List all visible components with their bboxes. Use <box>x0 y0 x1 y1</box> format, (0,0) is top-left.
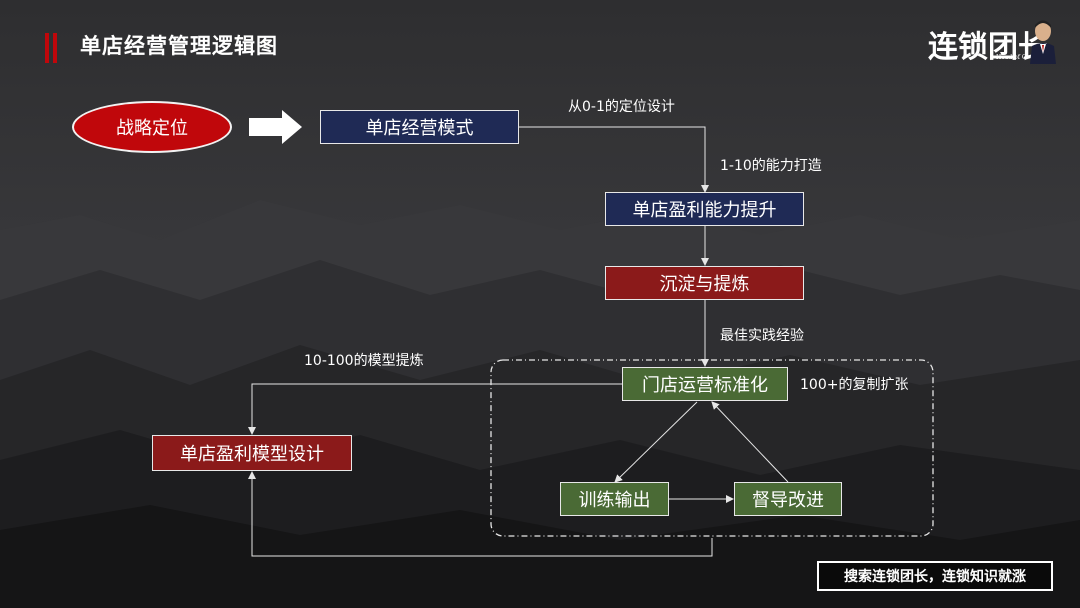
node-profit-ability: 单店盈利能力提升 <box>605 192 804 226</box>
node-supervision: 督导改进 <box>734 482 842 516</box>
node-strategy: 战略定位 <box>72 101 232 153</box>
logo-sub-text: Head of O <box>996 54 1027 61</box>
label-one-to-ten: 1-10的能力打造 <box>720 158 822 174</box>
label-best-practice: 最佳实践经验 <box>720 328 804 344</box>
replication-group-boundary <box>490 359 934 537</box>
label-zero-to-one: 从0-1的定位设计 <box>568 99 675 115</box>
footer-slogan: 搜索连锁团长，连锁知识就涨 <box>817 561 1053 591</box>
big-arrow-icon <box>249 110 302 144</box>
avatar-icon <box>1030 20 1056 64</box>
node-profit-model: 单店盈利模型设计 <box>152 435 352 471</box>
label-ten-to-hundred: 10-100的模型提炼 <box>304 353 424 369</box>
node-precipitate: 沉淀与提炼 <box>605 266 804 300</box>
node-single-store-model: 单店经营模式 <box>320 110 519 144</box>
page-title: 单店经营管理逻辑图 <box>80 34 278 58</box>
node-standardization: 门店运营标准化 <box>622 367 788 401</box>
label-hundred-plus: 100+的复制扩张 <box>800 377 909 393</box>
logo-main-text: 连锁团长 <box>928 30 1048 65</box>
brand-logo: 连锁团长 Head of O <box>928 18 1058 68</box>
node-training: 训练输出 <box>560 482 669 516</box>
title-accent-bars-icon <box>45 33 57 63</box>
